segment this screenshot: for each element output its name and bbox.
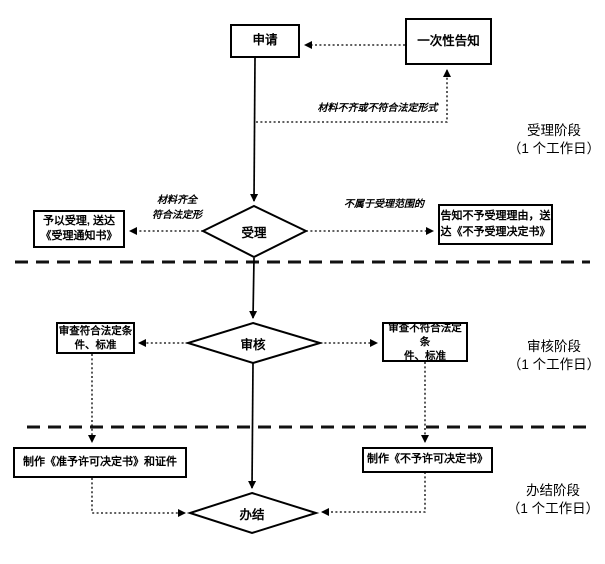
edge-incomplete-to-notice (256, 69, 451, 123)
edge-permit-to-complete (91, 478, 186, 517)
stage-complete-duration: （1 个工作日） (506, 501, 600, 517)
diamond-complete (186, 491, 320, 535)
node-make-denial: 制作《不予许可决定书》 (362, 447, 493, 473)
stage-accept-name: 受理阶段 (527, 123, 581, 138)
node-review-pass: 审查符合法定条 件、标准 (56, 322, 135, 354)
stage-label-accept: 受理阶段 （1 个工作日） (500, 122, 605, 158)
edge-label-materials-complete: 材料齐全 符合法定形 (152, 195, 202, 221)
node-grant-accept: 予以受理, 送达 《受理通知书》 (33, 210, 125, 248)
node-reject-accept: 告知不予受理理由，送 达《不予受理决定书》 (438, 204, 553, 245)
stage-label-review: 审核阶段 （1 个工作日） (500, 338, 605, 374)
diamond-review-label: 审核 (240, 337, 266, 352)
edge-label-materials-incomplete: 材料不齐或不符合法定形式 (317, 103, 438, 114)
diamond-accept (200, 204, 309, 259)
edge-label-out-of-scope: 不属于受理范围的 (344, 199, 424, 210)
node-apply: 申请 (230, 24, 300, 58)
edge-review-to-complete (248, 362, 257, 489)
stage-label-complete: 办结阶段 （1 个工作日） (498, 482, 605, 518)
diamond-complete-label: 办结 (239, 507, 265, 522)
diamond-accept-label: 受理 (241, 225, 267, 240)
stage-accept-duration: （1 个工作日） (507, 141, 601, 157)
node-one-time-notice: 一次性告知 (405, 18, 492, 65)
edge-accept-to-review (249, 257, 258, 319)
node-review-fail: 审查不符合法定条 件、标准 (382, 322, 468, 362)
stage-complete-name: 办结阶段 (526, 483, 580, 498)
node-make-permit: 制作《准予许可决定书》和证件 (13, 447, 187, 478)
stage-review-name: 审核阶段 (527, 339, 581, 354)
diamond-review (184, 321, 324, 365)
edge-denial-to-complete (321, 472, 426, 516)
stage-review-duration: （1 个工作日） (507, 357, 601, 373)
edge-apply-to-accept (250, 57, 259, 202)
